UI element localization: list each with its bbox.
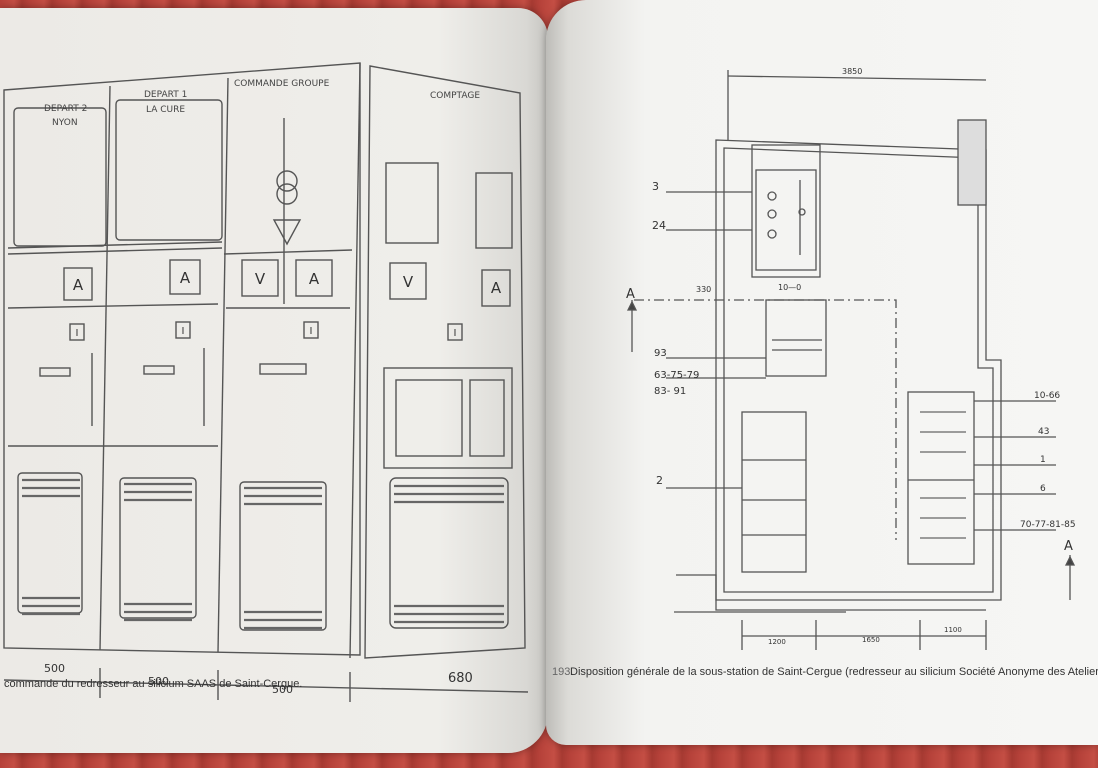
panel-commande-title: COMMANDE GROUPE: [234, 79, 330, 89]
switch-i-3: I: [310, 326, 313, 337]
switch-i-4: I: [454, 328, 457, 339]
label-3: 3: [652, 180, 659, 193]
panel-depart1-subtitle: LA CURE: [146, 105, 185, 115]
section-a-right: A: [1064, 539, 1073, 554]
dim-1100: 1100: [944, 626, 962, 634]
panel-depart2-title: DEPART 2: [44, 104, 87, 114]
meter-v-1: V: [255, 270, 266, 288]
dimension-4: 680: [448, 671, 473, 686]
label-43: 43: [1038, 427, 1049, 437]
substation-layout-drawing: 3850 330 10—0 A A 3 24 93 63-75-79 83- 9…: [626, 67, 1076, 650]
label-70-77-81-85: 70-77-81-85: [1020, 520, 1076, 530]
dim-1200: 1200: [768, 638, 786, 646]
dim-top: 3850: [842, 67, 862, 76]
dim-330: 330: [696, 285, 711, 294]
dimension-1: 500: [44, 662, 65, 675]
label-2: 2: [656, 474, 663, 487]
meter-a-4: A: [491, 279, 502, 297]
label-83-91: 83- 91: [654, 386, 686, 397]
switch-i-2: I: [182, 326, 185, 337]
right-caption: Disposition générale de la sous-station …: [570, 666, 1098, 678]
dimension-3: 500: [272, 683, 293, 696]
panel-depart1-title: DEPART 1: [144, 90, 187, 100]
right-caption-number: 193.: [552, 666, 574, 678]
label-93: 93: [654, 348, 667, 359]
switch-i-1: I: [76, 328, 79, 339]
panel-comptage-title: COMPTAGE: [430, 91, 480, 101]
label-24: 24: [652, 219, 666, 232]
label-6: 6: [1040, 484, 1046, 494]
right-page: 3850 330 10—0 A A 3 24 93 63-75-79 83- 9…: [546, 0, 1098, 745]
dim-1040: 10—0: [778, 283, 801, 292]
meter-a-3: A: [309, 270, 320, 288]
meter-v-2: V: [403, 273, 414, 291]
panel-depart2-subtitle: NYON: [52, 118, 78, 128]
meter-a-1: A: [73, 276, 84, 294]
label-1: 1: [1040, 455, 1046, 465]
left-page: DEPART 2 NYON DEPART 1 LA CURE COMMANDE …: [0, 8, 548, 753]
dimension-2: 500: [148, 675, 169, 688]
label-63-75-79: 63-75-79: [654, 370, 699, 381]
section-a-left: A: [626, 287, 635, 302]
meter-a-2: A: [180, 269, 191, 287]
switchgear-drawing: DEPART 2 NYON DEPART 1 LA CURE COMMANDE …: [3, 62, 529, 702]
label-10-66: 10-66: [1034, 391, 1060, 401]
dim-1650: 1650: [862, 636, 880, 644]
left-caption: commande du redresseur au silicium SAAS …: [4, 678, 303, 690]
